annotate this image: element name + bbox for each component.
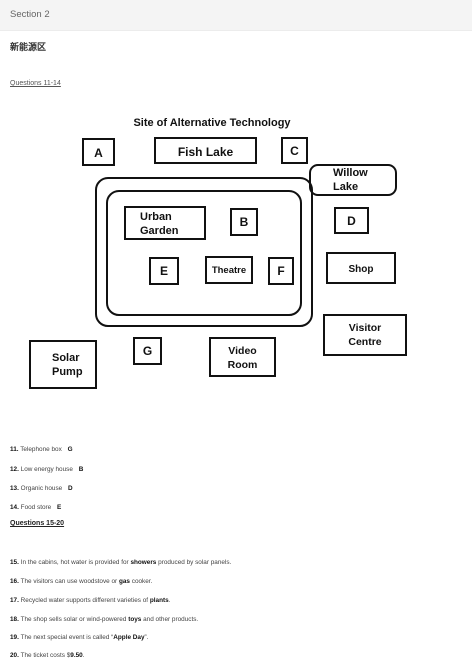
answer: E	[57, 504, 62, 511]
question-text-end: and other products.	[141, 616, 199, 623]
outer-enclosure	[95, 177, 313, 327]
question-text: The visitors can use woodstove or	[20, 578, 119, 585]
label-d: D	[347, 214, 356, 228]
inner-enclosure	[106, 190, 302, 316]
label-urban: Urban	[140, 211, 172, 223]
label-shop: Shop	[349, 264, 374, 275]
box-theatre	[205, 256, 253, 284]
question-14: 14. Food store E	[10, 504, 61, 511]
box-visitor-centre	[323, 314, 407, 356]
label-garden: Garden	[140, 225, 179, 237]
map-title: Site of Alternative Technology	[133, 117, 291, 129]
section-header: Section 2	[0, 0, 472, 31]
question-number: 11.	[10, 446, 19, 453]
question-number: 19.	[10, 634, 19, 641]
question-text-end: .	[82, 652, 85, 659]
question-16: 16. The visitors can use woodstove or ga…	[10, 578, 152, 585]
box-urban-garden	[124, 206, 206, 240]
label-willow: Willow	[333, 167, 368, 179]
answer: G	[67, 446, 73, 453]
question-text: Telephone box	[20, 446, 62, 453]
label-pump: Pump	[52, 366, 83, 378]
question-text: The next special event is called “	[20, 634, 114, 641]
box-a	[82, 138, 115, 166]
question-19: 19. The next special event is called “Ap…	[10, 634, 148, 641]
label-visitor: Visitor	[349, 322, 381, 334]
questions-15-20-heading: Questions 15-20	[10, 520, 65, 527]
answer: showers	[130, 559, 157, 566]
question-18: 18. The shop sells solar or wind-powered…	[10, 616, 198, 623]
box-e	[149, 257, 179, 285]
label-centre: Centre	[348, 336, 381, 348]
question-12: 12. Low energy house B	[10, 466, 83, 473]
label-a: A	[94, 146, 103, 160]
box-shop	[326, 252, 396, 284]
label-b: B	[240, 215, 249, 229]
box-solar-pump	[29, 340, 97, 389]
answer: toys	[128, 616, 142, 623]
answer: B	[78, 466, 84, 473]
answer: gas	[118, 578, 130, 585]
answer: Apple Day	[113, 634, 145, 641]
question-number: 13.	[10, 485, 19, 492]
label-c: C	[290, 144, 299, 158]
site-map: Site of Alternative Technology A Fish La…	[29, 117, 407, 389]
question-17: 17. Recycled water supports different va…	[10, 597, 170, 604]
question-text: In the cabins, hot water is provided for	[20, 559, 131, 566]
question-text-end: produced by solar panels.	[156, 559, 232, 566]
question-text: Organic house	[20, 485, 63, 492]
question-15: 15. In the cabins, hot water is provided…	[10, 559, 231, 566]
question-number: 20.	[10, 652, 19, 659]
question-number: 16.	[10, 578, 19, 585]
question-number: 14.	[10, 504, 19, 511]
question-text: The ticket costs $	[20, 652, 71, 659]
question-number: 12.	[10, 466, 19, 473]
answer: D	[68, 485, 73, 492]
box-willow-lake	[309, 164, 397, 196]
box-b	[230, 208, 258, 236]
label-fish-lake: Fish Lake	[178, 145, 234, 159]
label-g: G	[143, 344, 152, 358]
question-13: 13. Organic house D	[10, 485, 73, 492]
question-number: 15.	[10, 559, 19, 566]
label-solar: Solar	[52, 352, 80, 364]
answer: plants	[149, 597, 169, 604]
question-text-end: cooker.	[129, 578, 153, 585]
box-video-room	[209, 337, 276, 377]
answer: 9.50	[70, 652, 83, 659]
label-video: Video	[228, 345, 256, 357]
label-lake: Lake	[333, 181, 358, 193]
question-11: 11. Telephone box G	[10, 446, 73, 453]
box-f	[268, 257, 294, 285]
question-text-end: ”.	[144, 634, 149, 641]
box-d	[334, 207, 369, 234]
question-number: 17.	[10, 597, 19, 604]
question-text: Food store	[20, 504, 52, 511]
question-text: Low energy house	[20, 466, 73, 473]
box-c	[281, 137, 308, 164]
label-f: F	[277, 264, 284, 278]
box-g	[133, 337, 162, 365]
question-20: 20. The ticket costs $9.50.	[10, 652, 85, 659]
label-room: Room	[228, 359, 258, 371]
question-text-end: .	[168, 597, 171, 604]
section-title: Section 2	[10, 9, 50, 20]
question-text: The shop sells solar or wind-powered	[20, 616, 129, 623]
questions-11-14-link[interactable]: Questions 11-14	[10, 80, 61, 87]
box-fish-lake	[154, 137, 257, 164]
label-theatre: Theatre	[212, 265, 246, 276]
question-text: Recycled water supports different variet…	[20, 597, 150, 604]
page-subtitle: 新能源区	[10, 42, 47, 52]
question-number: 18.	[10, 616, 19, 623]
label-e: E	[160, 264, 168, 278]
